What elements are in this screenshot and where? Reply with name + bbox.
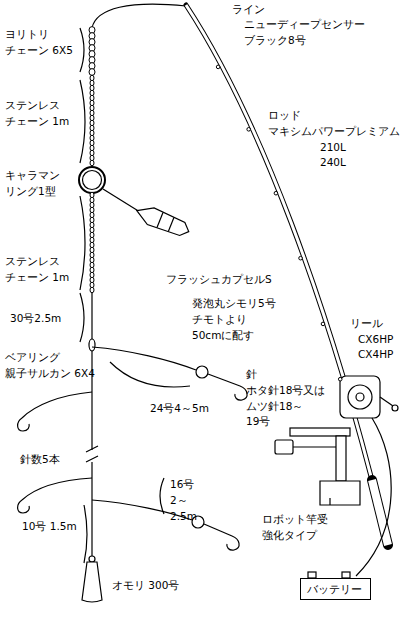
label: ヨリトリ チェーン 6X5 [5, 27, 77, 59]
label: ロボット竿受 強化タイプ [262, 512, 328, 544]
label: ロッド [268, 108, 301, 124]
rod-holder-clamp [320, 481, 360, 505]
label: 210L [320, 140, 346, 156]
label: 30号2.5m [10, 311, 61, 327]
rod-guide [338, 377, 342, 381]
chain [89, 27, 95, 293]
label: ニューディープセンサー ブラック8号 [244, 17, 365, 49]
label: ベアリング 親子サルカン 6X4 [5, 350, 95, 382]
bracket [160, 478, 164, 514]
rod-grip [372, 480, 388, 545]
label: CX6HP [358, 332, 393, 348]
rod-holder-knob [275, 440, 293, 454]
rod-holder-screw [329, 498, 330, 505]
chain-link [90, 287, 94, 293]
bracket [80, 28, 84, 72]
ring [79, 167, 105, 193]
reel-handle [380, 397, 393, 406]
reel-spool [348, 385, 372, 409]
hook [227, 536, 239, 550]
dropper [22, 392, 92, 418]
reel [340, 376, 380, 418]
sinker-eye [89, 556, 95, 562]
chain-link [90, 160, 94, 166]
break-mark [86, 446, 98, 452]
fishing-line [92, 4, 186, 28]
rod-guide [216, 65, 220, 69]
reel-knob [392, 405, 398, 411]
reel-hub [356, 393, 364, 401]
battery-box: バッテリー [300, 578, 371, 600]
hook [18, 500, 30, 513]
dropper [22, 478, 92, 500]
bracket [80, 293, 84, 342]
bracket [84, 505, 87, 563]
label: 針 ホタ針18号又は ムツ針18～19号 [246, 367, 325, 430]
label: フラッシュカプセルS [166, 272, 272, 288]
label: オモリ 300号 [112, 578, 179, 594]
rod-holder-arm [293, 446, 336, 447]
rod-guide [274, 191, 278, 195]
label: マキシムパワープレミアム [268, 124, 400, 140]
label: ライン [232, 2, 265, 18]
float [196, 366, 208, 378]
rod-grip-inner [372, 480, 388, 545]
sinker [82, 562, 102, 602]
flash-capsule [133, 202, 192, 240]
label: ステンレス チェーン 1m [5, 254, 71, 286]
label: ステンレス チェーン 1m [5, 98, 71, 130]
dropper [92, 347, 196, 370]
chain-link [89, 69, 95, 76]
break-mark [86, 456, 98, 462]
label: 発泡丸シモリ5号 チモトより 50cmに配す [192, 296, 276, 343]
label: 24号4～5m [150, 401, 209, 417]
capsule-band [157, 213, 163, 228]
label: CX4HP [358, 347, 393, 363]
label: 10号 1.5m [22, 519, 77, 535]
bracket [80, 196, 85, 290]
rod-guide [247, 127, 251, 131]
rod-guide [321, 322, 325, 326]
bracket [110, 362, 190, 387]
capsule-band [168, 218, 174, 232]
capsule-line [103, 189, 140, 212]
main-line [91, 462, 92, 556]
node-text: バッテリー [307, 583, 362, 595]
hook [18, 418, 30, 431]
dropper [204, 524, 232, 536]
rod-holder-rest [290, 428, 350, 436]
swivel [89, 339, 95, 351]
rod-guide [299, 256, 303, 260]
label: 240L [320, 155, 346, 171]
label: 16号 2～2.5m [170, 477, 197, 524]
power-cable [356, 418, 391, 576]
rod-holder-post [336, 436, 346, 481]
ring-inner [83, 171, 102, 190]
bracket [80, 80, 85, 163]
label: キャラマン リング1型 [5, 168, 60, 200]
dropper [208, 374, 240, 386]
hook [235, 386, 247, 400]
label: 針数5本 [20, 452, 60, 468]
label: リール [350, 316, 383, 332]
